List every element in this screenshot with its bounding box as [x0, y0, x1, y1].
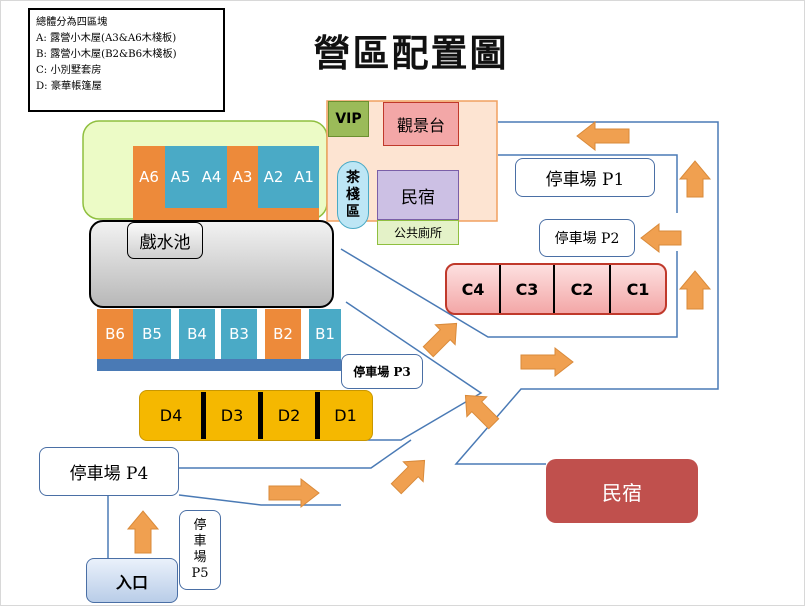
zone-a-platform	[133, 208, 319, 220]
zone-b-platform	[97, 359, 341, 371]
parking-p4[interactable]: 停車場 P4	[39, 447, 179, 496]
legend-item-c: C: 小別墅套房	[36, 65, 102, 76]
public-restroom[interactable]: 公共廁所	[377, 220, 459, 245]
arrow-diag-1	[422, 322, 458, 358]
parking-p5[interactable]: 停 車 場 P5	[179, 510, 221, 590]
cabin-a6[interactable]: A6	[133, 146, 165, 208]
tent-d4[interactable]: D4	[159, 406, 183, 425]
arrow-diag-2	[464, 394, 500, 430]
villa-c2[interactable]: C2	[570, 279, 594, 299]
zone-d-divider	[201, 392, 206, 439]
cabin-a2[interactable]: A2	[258, 146, 289, 208]
minsu-lodge[interactable]: 民宿	[377, 170, 459, 220]
villa-c1[interactable]: C1	[626, 279, 650, 299]
arrow-right-2	[268, 477, 320, 509]
zone-c-divider	[609, 265, 611, 313]
legend-item-b: B: 露營小木屋(B2&B6木棧板)	[36, 49, 177, 60]
tent-d3[interactable]: D3	[220, 406, 244, 425]
cabin-b5[interactable]: B5	[133, 309, 171, 359]
map-title: 營區配置圖	[313, 31, 509, 75]
villa-c3[interactable]: C3	[515, 279, 539, 299]
cabin-b2[interactable]: B2	[265, 309, 301, 359]
cabin-a1[interactable]: A1	[289, 146, 319, 208]
legend-heading: 總體分為四區塊	[36, 17, 108, 28]
cabin-b4[interactable]: B4	[179, 309, 215, 359]
tent-d2[interactable]: D2	[277, 406, 301, 425]
direction-arrows	[126, 120, 712, 554]
pool-label: 戲水池	[127, 222, 203, 259]
zone-d-block	[139, 390, 373, 441]
arrow-up-1	[678, 160, 712, 198]
cabin-a3[interactable]: A3	[227, 146, 258, 208]
entrance[interactable]: 入口	[86, 558, 178, 603]
pool-area	[89, 220, 334, 308]
arrow-right-1	[520, 346, 574, 378]
parking-p2[interactable]: 停車場 P2	[539, 219, 635, 257]
arrow-left-2	[640, 222, 682, 254]
zone-c-block	[445, 263, 667, 315]
parking-p1[interactable]: 停車場 P1	[515, 158, 655, 197]
cabin-b1[interactable]: B1	[309, 309, 341, 359]
zone-c-divider	[553, 265, 555, 313]
arrow-up-2	[678, 270, 712, 310]
vip-zone[interactable]: VIP	[328, 101, 369, 137]
arrow-left-1	[576, 120, 630, 152]
minsu-building[interactable]: 民宿	[546, 459, 698, 523]
zone-c-divider	[499, 265, 501, 313]
parking-p3[interactable]: 停車場 P3	[341, 354, 423, 389]
cabin-b3[interactable]: B3	[221, 309, 257, 359]
legend-item-d: D: 豪華帳篷屋	[36, 81, 102, 92]
tea-area[interactable]: 茶 棧 區	[337, 161, 369, 229]
roads	[107, 121, 719, 559]
villa-c4[interactable]: C4	[461, 279, 485, 299]
legend-item-a: A: 露營小木屋(A3&A6木棧板)	[36, 33, 177, 44]
arrow-up-entrance	[126, 510, 160, 554]
cabin-a4[interactable]: A4	[196, 146, 227, 208]
arrow-diag-3	[390, 459, 426, 495]
zone-d-divider	[258, 392, 263, 439]
cabin-b6[interactable]: B6	[97, 309, 133, 359]
zone-d-divider	[315, 392, 320, 439]
viewing-deck[interactable]: 觀景台	[383, 102, 459, 146]
legend-box: 總體分為四區塊 A: 露營小木屋(A3&A6木棧板) B: 露營小木屋(B2&B…	[28, 8, 225, 112]
cabin-a5[interactable]: A5	[165, 146, 196, 208]
tent-d1[interactable]: D1	[334, 406, 357, 425]
